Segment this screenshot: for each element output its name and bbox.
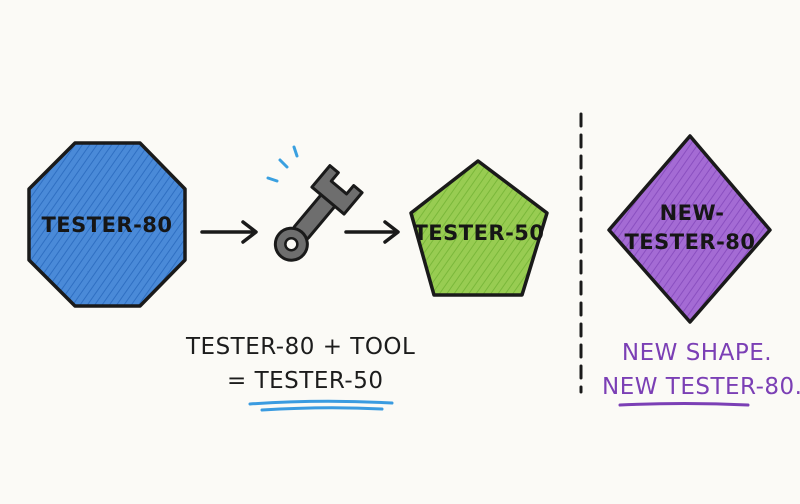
diamond-shape — [607, 134, 772, 324]
wrench-icon — [273, 164, 364, 262]
octagon-shape — [27, 141, 187, 308]
arrow-right-icon — [344, 220, 400, 244]
caption-underline — [248, 399, 394, 412]
diamond-label-line2: TESTER-80 — [624, 230, 755, 254]
arrow-right-icon — [200, 220, 258, 244]
pentagon-label: TESTER-50 — [413, 221, 544, 245]
new-shape-line2: NEW TESTER-80. — [602, 374, 800, 400]
equation-line2: = TESTER-50 — [227, 368, 384, 394]
caption-underline-right — [618, 402, 750, 407]
octagon-label: TESTER-80 — [41, 213, 172, 237]
new-shape-caption: NEW SHAPE. NEW TESTER-80. — [602, 336, 800, 404]
diamond-label-line1: NEW- — [660, 201, 725, 225]
sparks-icon — [266, 145, 299, 183]
equation-line1: TESTER-80 + TOOL — [186, 334, 416, 360]
new-shape-line1: NEW SHAPE. — [621, 340, 773, 366]
pentagon-shape — [409, 159, 549, 297]
equation-caption: TESTER-80 + TOOL = TESTER-50 — [186, 330, 416, 398]
